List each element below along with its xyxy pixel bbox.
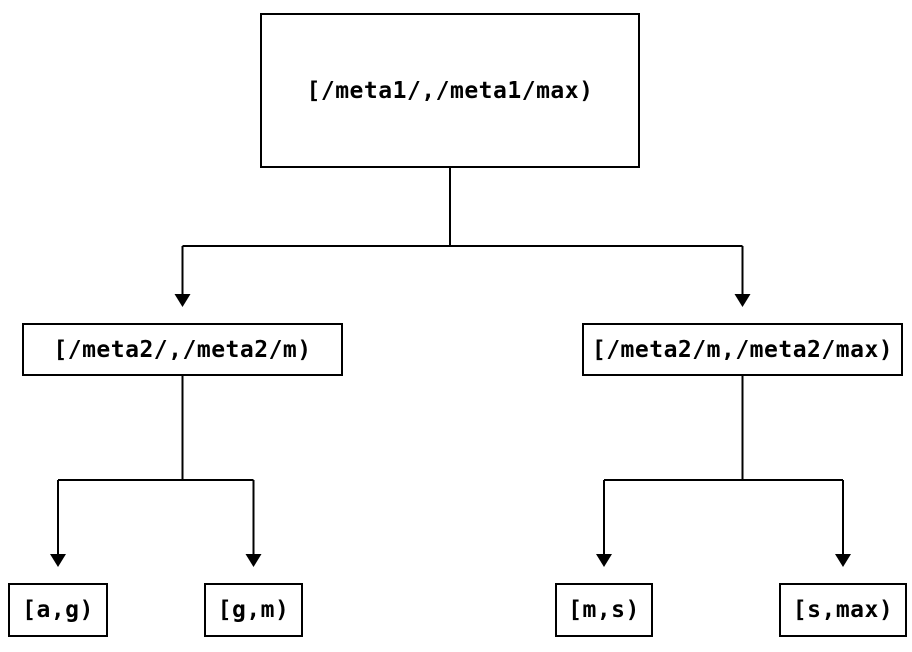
node-label-leaf-gm: [g,m) bbox=[217, 597, 290, 623]
node-leaf-ms: [m,s) bbox=[555, 583, 653, 637]
arrowhead-down-icon bbox=[174, 294, 191, 307]
node-label-meta2-right: [/meta2/m,/meta2/max) bbox=[591, 336, 894, 363]
node-meta2-right: [/meta2/m,/meta2/max) bbox=[582, 323, 903, 376]
node-leaf-smax: [s,max) bbox=[779, 583, 907, 637]
node-leaf-gm: [g,m) bbox=[204, 583, 303, 637]
arrowhead-down-icon bbox=[50, 554, 66, 567]
node-label-leaf-smax: [s,max) bbox=[792, 597, 894, 623]
arrowhead-down-icon bbox=[835, 554, 851, 567]
node-root: [/meta1/,/meta1/max) bbox=[260, 13, 640, 168]
arrowhead-down-icon bbox=[596, 554, 612, 567]
node-label-leaf-ag: [a,g) bbox=[22, 597, 94, 623]
node-label-root: [/meta1/,/meta1/max) bbox=[306, 77, 594, 104]
arrowhead-down-icon bbox=[245, 554, 262, 567]
node-label-leaf-ms: [m,s) bbox=[568, 597, 640, 623]
node-label-meta2-left: [/meta2/,/meta2/m) bbox=[53, 336, 312, 363]
node-leaf-ag: [a,g) bbox=[8, 583, 108, 637]
arrowhead-down-icon bbox=[734, 294, 751, 307]
node-meta2-left: [/meta2/,/meta2/m) bbox=[22, 323, 343, 376]
